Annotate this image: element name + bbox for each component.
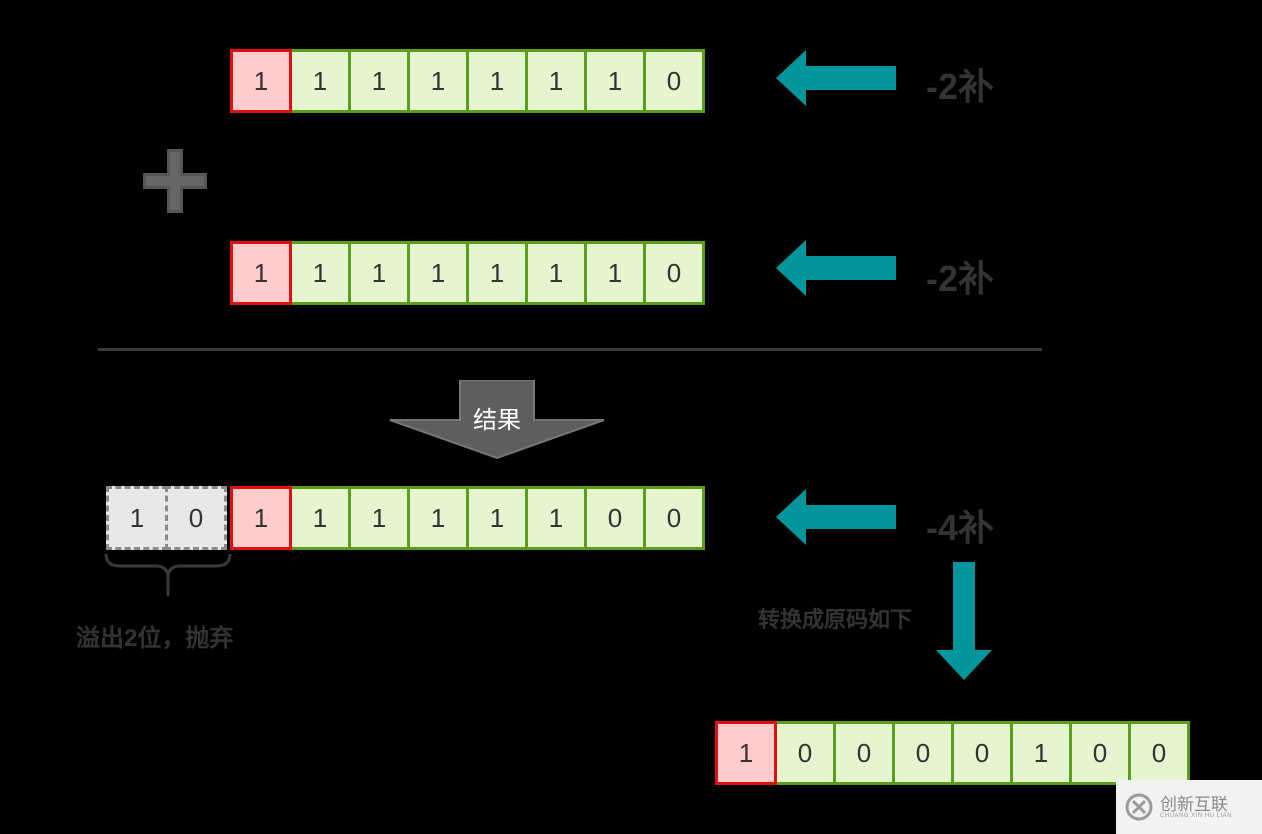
bit-cell: 0 — [643, 241, 705, 305]
bit-row-2: 1 1 1 1 1 1 1 0 — [230, 241, 705, 305]
sign-bit: 1 — [230, 486, 292, 550]
bit-cell: 0 — [892, 721, 954, 785]
bit-cell: 1 — [407, 49, 469, 113]
bit-cell: 0 — [1128, 721, 1190, 785]
left-arrow-icon — [776, 50, 896, 106]
bit-cell: 1 — [1010, 721, 1072, 785]
bit-cell: 1 — [466, 241, 528, 305]
overflow-bit: 1 — [106, 486, 168, 550]
plus-icon — [143, 149, 207, 213]
watermark-logo: 创新互联 CHUANG XIN HU LIAN — [1116, 780, 1262, 834]
row-label: -4补 — [926, 507, 995, 548]
brace-icon — [104, 553, 232, 596]
bit-row-overflow: 1 0 — [106, 486, 227, 550]
bit-cell: 1 — [289, 241, 351, 305]
sign-bit: 1 — [230, 49, 292, 113]
bit-cell: 1 — [348, 241, 410, 305]
row-label: -2补 — [926, 258, 995, 299]
logo-icon — [1125, 793, 1153, 821]
bit-cell: 1 — [407, 486, 469, 550]
bit-cell: 1 — [525, 486, 587, 550]
bit-cell: 0 — [951, 721, 1013, 785]
sign-bit: 1 — [715, 721, 777, 785]
result-label: 结果 — [473, 407, 521, 434]
bit-cell: 1 — [466, 49, 528, 113]
bit-cell: 0 — [643, 49, 705, 113]
bit-cell: 1 — [348, 49, 410, 113]
sign-bit: 1 — [230, 241, 292, 305]
result-arrow-icon — [389, 380, 605, 460]
bit-row-original: 1 0 0 0 0 1 0 0 — [715, 721, 1190, 785]
bit-cell: 1 — [584, 241, 646, 305]
overflow-note: 溢出2位，抛弃 — [76, 625, 234, 652]
bit-cell: 1 — [584, 49, 646, 113]
bit-cell: 1 — [525, 241, 587, 305]
row-label: -2补 — [926, 66, 995, 107]
bit-cell: 0 — [643, 486, 705, 550]
down-arrow-icon — [936, 562, 992, 680]
overflow-bit: 0 — [165, 486, 227, 550]
bit-cell: 1 — [348, 486, 410, 550]
left-arrow-icon — [776, 489, 896, 545]
bit-cell: 1 — [289, 486, 351, 550]
watermark-subtext: CHUANG XIN HU LIAN — [1160, 812, 1233, 819]
bit-cell: 0 — [774, 721, 836, 785]
convert-note: 转换成原码如下 — [758, 607, 913, 632]
bit-cell: 1 — [407, 241, 469, 305]
bit-cell: 0 — [1069, 721, 1131, 785]
bit-cell: 1 — [289, 49, 351, 113]
bit-row-1: 1 1 1 1 1 1 1 0 — [230, 49, 705, 113]
watermark-text: 创新互联 — [1160, 794, 1228, 814]
left-arrow-icon — [776, 240, 896, 296]
bit-cell: 0 — [584, 486, 646, 550]
sum-divider — [98, 348, 1042, 351]
bit-cell: 1 — [525, 49, 587, 113]
bit-cell: 0 — [833, 721, 895, 785]
bit-cell: 1 — [466, 486, 528, 550]
bit-row-result: 1 1 1 1 1 1 0 0 — [230, 486, 705, 550]
